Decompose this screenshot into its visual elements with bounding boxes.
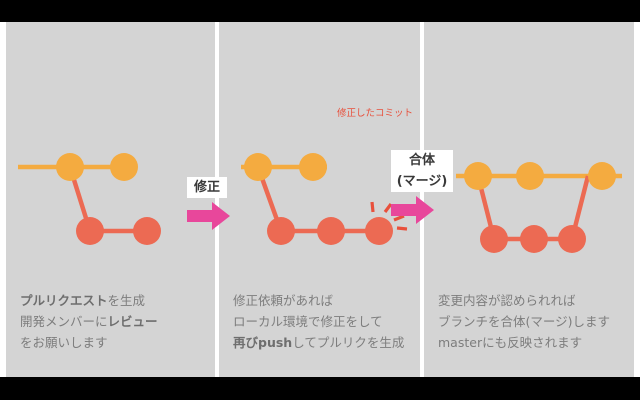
commit-graph-fix-repush: 修正したコミット — [219, 22, 420, 282]
step-fix: 修正 — [187, 177, 231, 231]
master-commit-node — [516, 162, 544, 190]
caption-line: 修正依頼があれば — [233, 290, 404, 311]
caption-text: を生成 — [107, 293, 146, 308]
caption-text: 修正依頼があれば — [233, 293, 334, 308]
arrow-right-icon — [187, 202, 230, 230]
master-commit-node — [110, 153, 138, 181]
panel-pull-request: プルリクエストを生成 開発メンバーにレビュー をお願いします — [6, 22, 215, 377]
caption-line: プルリクエストを生成 — [20, 290, 158, 311]
panel-merge: 変更内容が認められれば ブランチを合体(マージ)します masterにも反映され… — [424, 22, 634, 377]
caption-line: ブランチを合体(マージ)します — [438, 311, 610, 332]
commit-graph-merge — [424, 22, 634, 282]
feature-commit-node — [76, 217, 104, 245]
caption-text: ブランチを合体(マージ)します — [438, 314, 611, 329]
feature-commit-node — [133, 217, 161, 245]
master-commit-node — [299, 153, 327, 181]
feature-commit-node — [520, 225, 548, 253]
caption-bold-term: 再びpush — [233, 335, 293, 350]
caption-text: をお願いします — [20, 335, 108, 350]
caption-line: をお願いします — [20, 332, 158, 353]
master-merge-node — [588, 162, 616, 190]
caption-line: masterにも反映されます — [438, 332, 610, 353]
caption-text: ローカル環境で修正をして — [233, 314, 383, 329]
feature-commit-node — [267, 217, 295, 245]
feature-commit-node — [317, 217, 345, 245]
caption-bold-term: プルリクエスト — [20, 293, 108, 308]
burst-icon — [370, 201, 408, 231]
step-merge-label-line1: 合体 — [391, 150, 453, 171]
caption-line: 変更内容が認められれば — [438, 290, 610, 311]
annotation-fixed-commit: 修正したコミット — [337, 108, 414, 119]
arrow-right-icon — [391, 196, 434, 224]
panel-caption-pull-request: プルリクエストを生成 開発メンバーにレビュー をお願いします — [20, 290, 158, 353]
panel-fix-repush: 修正したコミット 修正依頼があれば ローカル環境で修正をして 再びpushしてプ… — [219, 22, 420, 377]
caption-line: ローカル環境で修正をして — [233, 311, 404, 332]
feature-commit-node — [558, 225, 586, 253]
master-commit-node — [56, 153, 84, 181]
slide-stage: プルリクエストを生成 開発メンバーにレビュー をお願いします 修正 — [0, 22, 640, 377]
step-merge-label-line2: (マージ) — [391, 171, 453, 192]
caption-text: してプルリクを生成 — [292, 335, 405, 350]
feature-commit-node — [480, 225, 508, 253]
feature-commit-node-fixed — [365, 217, 393, 245]
step-merge: 合体 (マージ) — [391, 150, 453, 225]
caption-line: 再びpushしてプルリクを生成 — [233, 332, 404, 353]
panel-caption-fix-repush: 修正依頼があれば ローカル環境で修正をして 再びpushしてプルリクを生成 — [233, 290, 404, 353]
caption-text: 開発メンバーに — [20, 314, 108, 329]
caption-text: 変更内容が認められれば — [438, 293, 576, 308]
commit-graph-pull-request — [6, 22, 215, 282]
panel-caption-merge: 変更内容が認められれば ブランチを合体(マージ)します masterにも反映され… — [438, 290, 610, 353]
master-commit-node — [244, 153, 272, 181]
master-commit-node — [464, 162, 492, 190]
caption-line: 開発メンバーにレビュー — [20, 311, 158, 332]
caption-text: masterにも反映されます — [438, 335, 583, 350]
step-fix-label: 修正 — [187, 177, 227, 198]
caption-bold-term: レビュー — [107, 314, 158, 329]
